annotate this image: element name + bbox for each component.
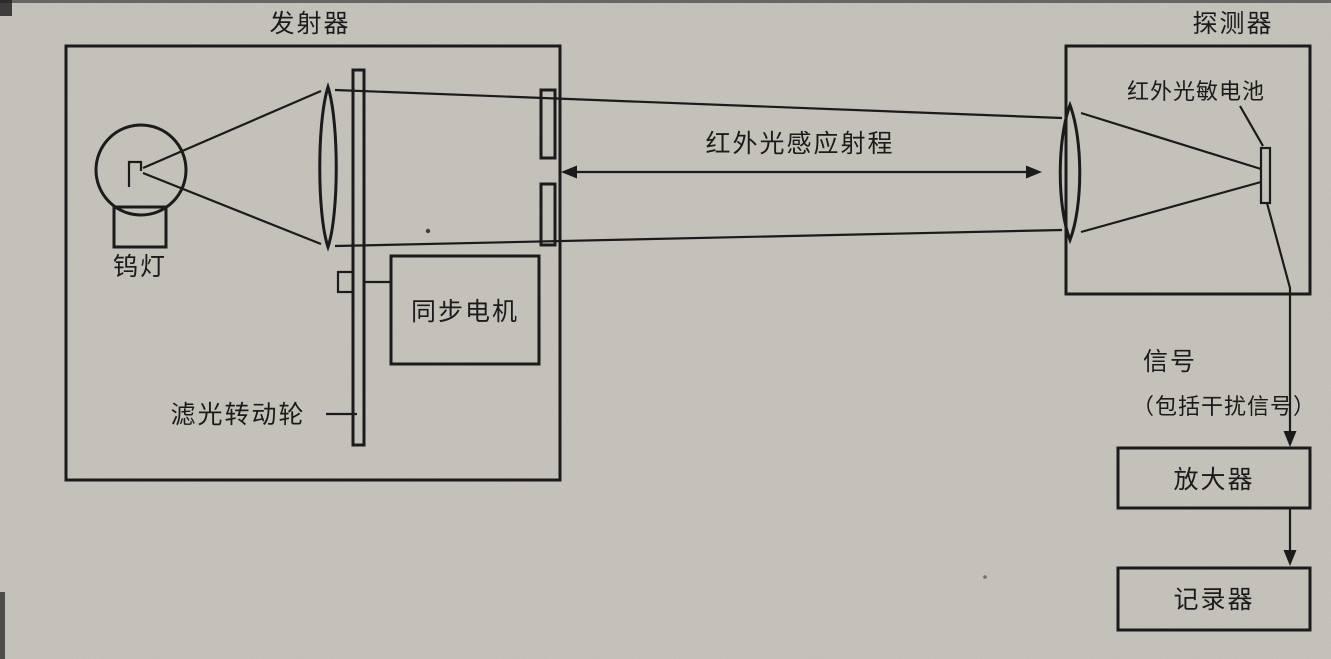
signal-arrow-recorder (1283, 550, 1297, 566)
signal-note-label: （包括干扰信号） (1132, 394, 1316, 419)
amplifier-label: 放大器 (1173, 466, 1254, 494)
light-ray-bottom (142, 171, 322, 246)
signal-line (1265, 202, 1292, 433)
recorder-label: 记录器 (1173, 586, 1254, 614)
lamp-base (112, 205, 168, 249)
ir-photocell (1259, 146, 1272, 205)
filter-wheel (351, 68, 366, 447)
focus-ray-bottom (1080, 180, 1262, 234)
sync-motor-label: 同步电机 (411, 298, 519, 326)
slit-plate-top (539, 88, 557, 160)
filter-wheel-hub (336, 270, 355, 294)
emitter-box (64, 44, 562, 482)
condenser-lens (318, 81, 338, 252)
emitter-label: 发射器 (269, 10, 350, 38)
detector-label: 探测器 (1192, 10, 1273, 38)
beam-range-label: 红外光感应射程 (705, 130, 894, 158)
signal-arrow-amplifier (1283, 431, 1297, 447)
signal-label: 信号 (1143, 348, 1197, 376)
photocell-pointer (1239, 105, 1264, 147)
light-ray-top (142, 89, 322, 170)
lamp-filament (127, 160, 143, 187)
focus-ray-top (1080, 111, 1262, 171)
tungsten-lamp-bulb (94, 123, 188, 217)
beam-arrow-right (1026, 165, 1042, 179)
filter-wheel-label: 滤光转动轮 (170, 401, 305, 429)
beam-edge-bottom (334, 228, 1063, 248)
scan-edge-top (0, 0, 1331, 3)
speck (425, 228, 431, 234)
recorder-box (1116, 566, 1312, 632)
beam-edge-top (334, 88, 1063, 120)
beam-arrow-left (561, 165, 577, 179)
scan-edge-corner (0, 0, 12, 16)
speck (983, 575, 987, 579)
amplifier-box (1116, 446, 1312, 510)
photocell-label: 红外光敏电池 (1127, 79, 1265, 104)
tungsten-lamp-label: 钨灯 (113, 253, 167, 281)
scan-edge-left (0, 592, 5, 659)
sync-motor-box (389, 254, 541, 366)
slit-plate-bottom (539, 182, 557, 247)
detector-box (1064, 44, 1312, 296)
detector-lens (1058, 100, 1082, 245)
